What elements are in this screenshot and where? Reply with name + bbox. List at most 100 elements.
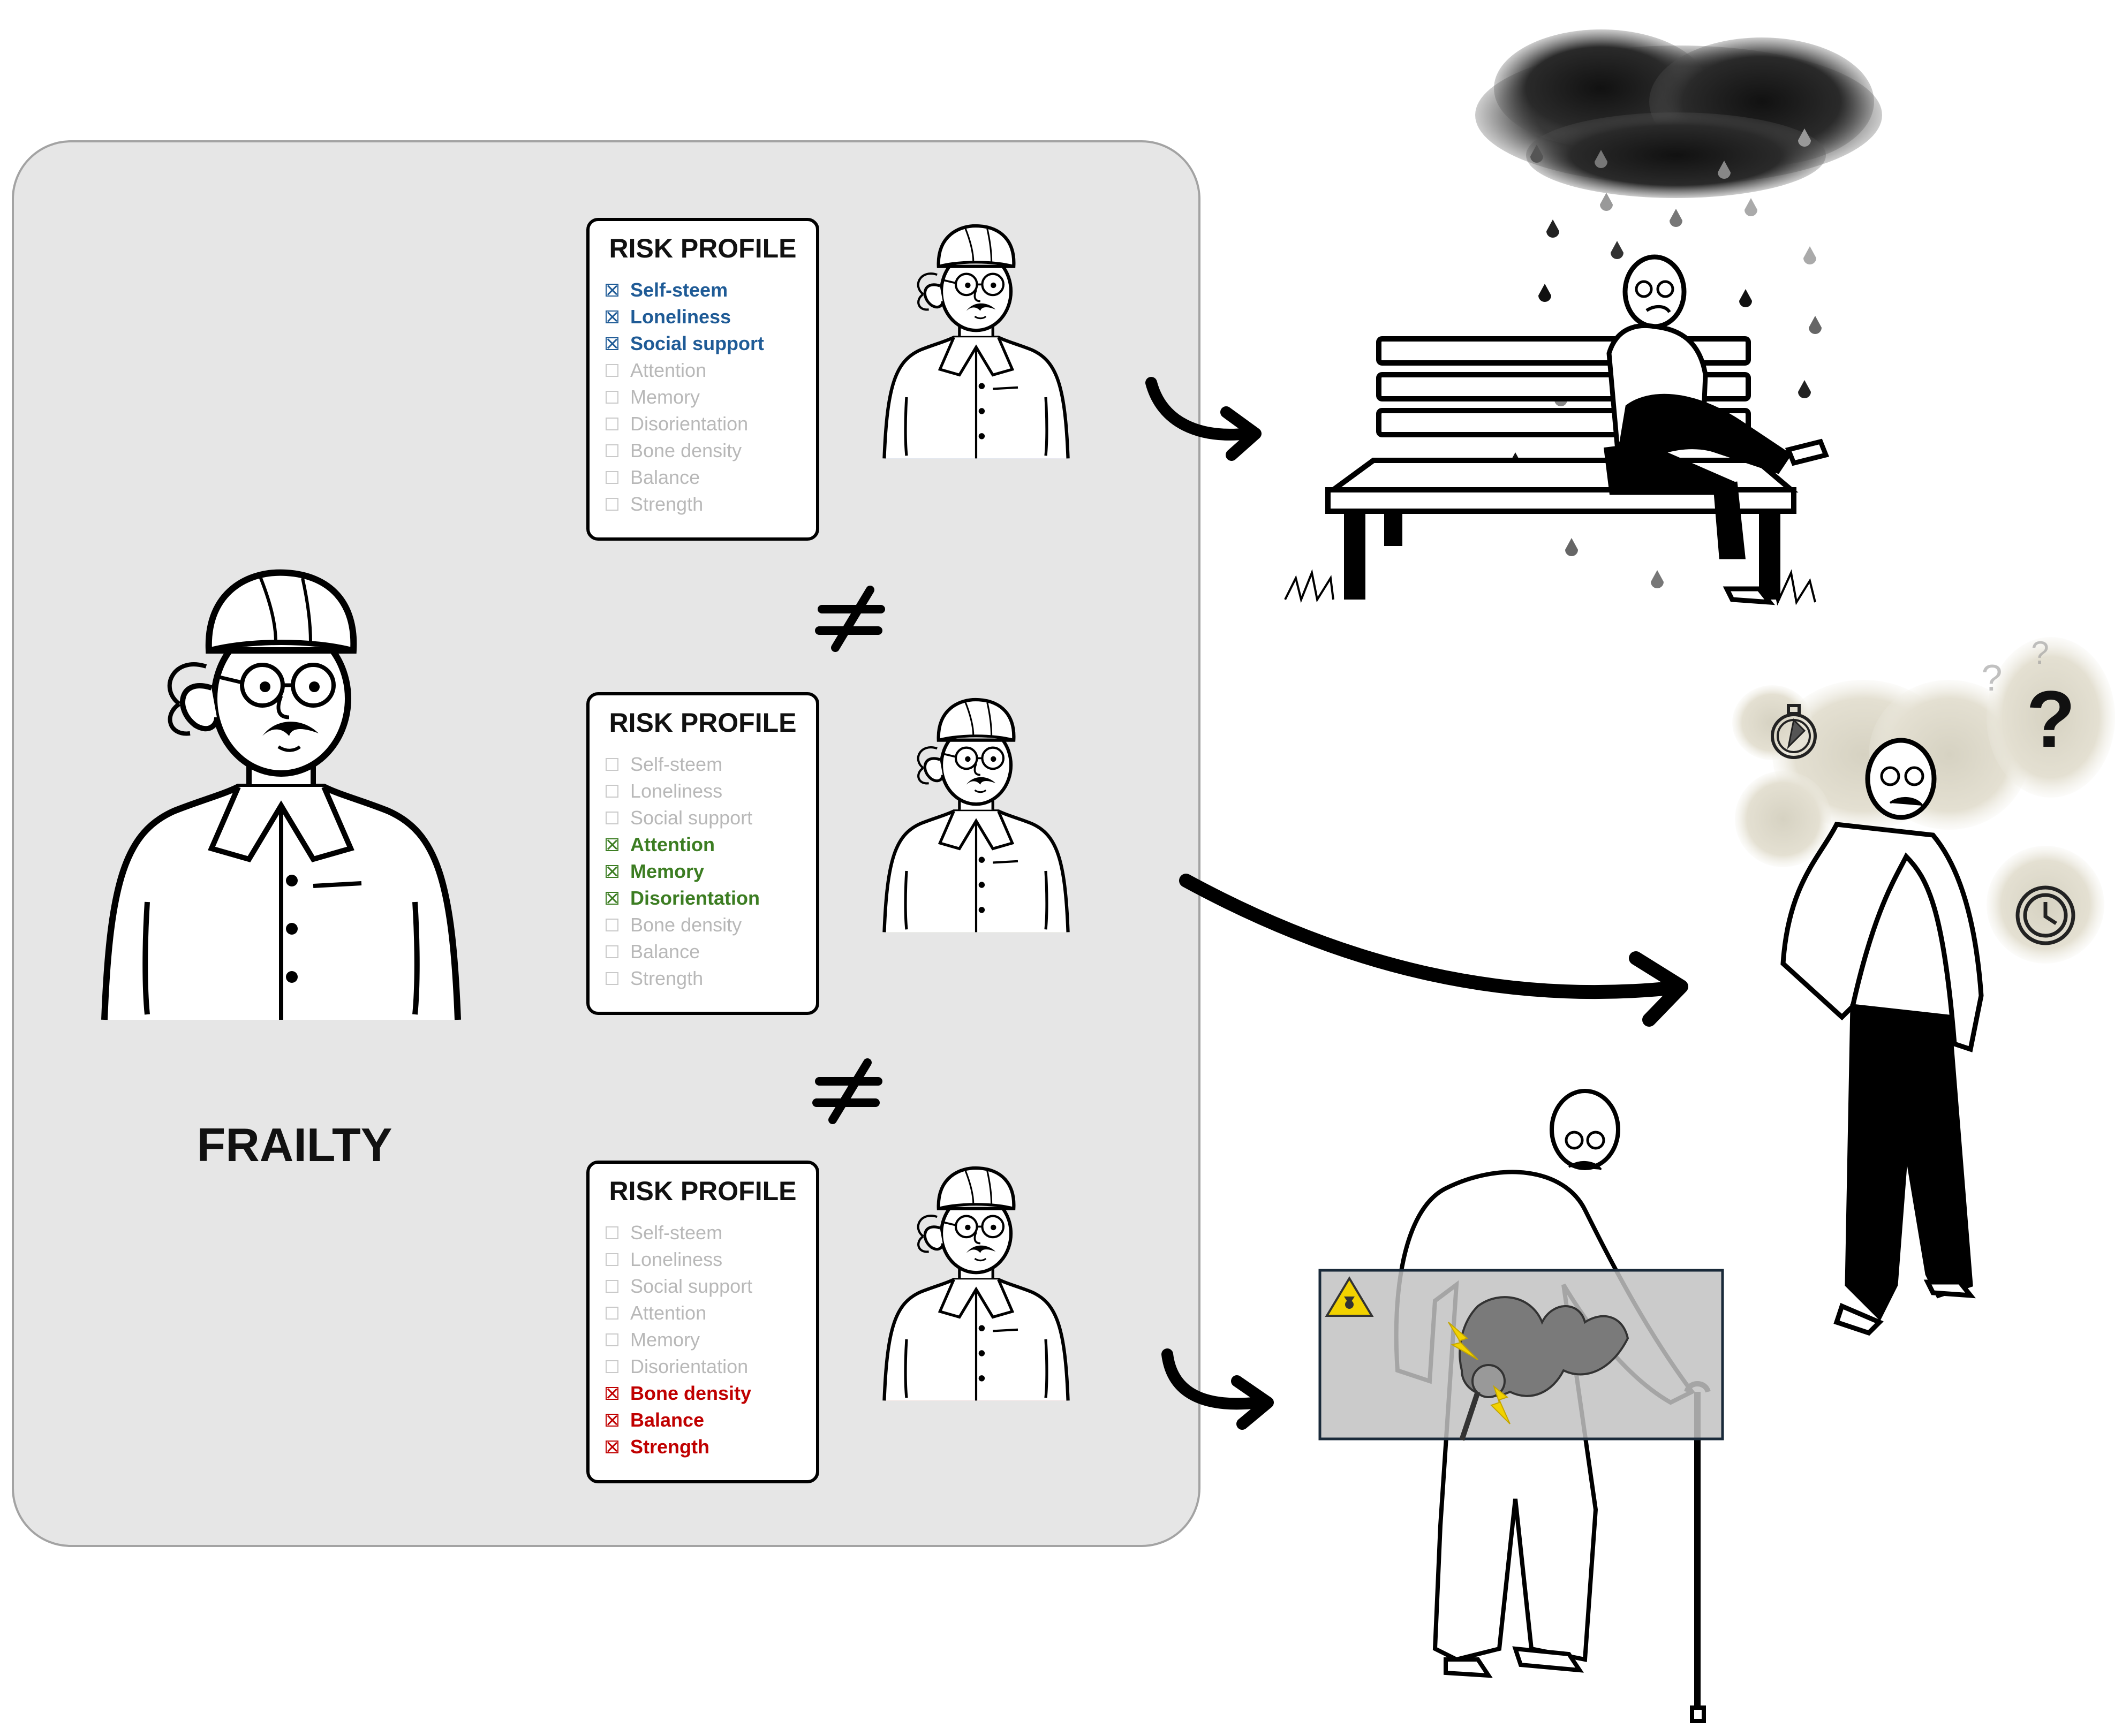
unchecked-box-icon xyxy=(606,391,618,404)
risk-factor-label: Loneliness xyxy=(630,780,723,802)
risk-factor-label: Bone density xyxy=(630,914,742,936)
unchecked-box-icon xyxy=(606,1226,618,1239)
risk-factor-label: Attention xyxy=(630,1302,707,1324)
risk-factor-label: Strength xyxy=(630,1436,709,1458)
curved-arrow-icon xyxy=(1145,377,1262,461)
unchecked-box-icon xyxy=(606,498,618,511)
stopwatch-icon xyxy=(1771,704,1817,759)
risk-factor-item: Social support xyxy=(606,330,764,357)
risk-factor-item: Attention xyxy=(606,357,764,384)
pelvis-xray xyxy=(1459,1296,1629,1441)
risk-factor-item: Memory xyxy=(606,1326,752,1353)
risk-factor-item: Disorientation xyxy=(606,411,764,437)
risk-factor-item: Social support xyxy=(606,805,760,831)
question-mark-glyph: ? xyxy=(2026,674,2075,764)
unchecked-box-icon xyxy=(606,444,618,457)
checked-box-icon xyxy=(606,1441,618,1453)
risk-factor-item: Loneliness xyxy=(606,778,760,805)
risk-factor-label: Social support xyxy=(630,807,753,829)
unchecked-box-icon xyxy=(606,758,618,771)
risk-factor-item: Loneliness xyxy=(606,304,764,330)
profile-figure-blue xyxy=(884,226,1068,458)
risk-profile-title: RISK PROFILE xyxy=(609,708,797,738)
checked-box-icon xyxy=(606,1387,618,1400)
unchecked-box-icon xyxy=(606,1307,618,1320)
risk-factor-item: Balance xyxy=(606,938,760,965)
risk-factor-item: Balance xyxy=(606,1407,752,1434)
risk-factor-label: Self-steem xyxy=(630,279,728,301)
risk-factor-label: Disorientation xyxy=(630,413,749,435)
unchecked-box-icon xyxy=(606,364,618,377)
risk-factor-label: Attention xyxy=(630,833,715,855)
risk-factor-item: Disorientation xyxy=(606,1353,752,1380)
risk-factor-label: Balance xyxy=(630,1409,705,1431)
confused-elder xyxy=(1780,738,1984,1336)
checked-box-icon xyxy=(606,284,618,297)
profile-figure-red xyxy=(884,1168,1068,1400)
checked-box-icon xyxy=(606,337,618,350)
risk-factor-label: Loneliness xyxy=(630,1248,723,1270)
risk-factor-item: Strength xyxy=(606,965,760,992)
lightning-icon xyxy=(1448,1322,1511,1424)
risk-factor-item: Self-steem xyxy=(606,751,760,778)
rain-cloud-icon xyxy=(1475,29,1882,198)
risk-factor-label: Memory xyxy=(630,386,700,408)
disorientation-scene: ? ? ? xyxy=(1732,635,2115,1336)
question-mark-faint: ? xyxy=(2031,635,2049,671)
risk-factor-label: Disorientation xyxy=(630,1355,749,1377)
risk-factor-item: Self-steem xyxy=(606,277,764,304)
loneliness-scene xyxy=(1284,29,1882,606)
risk-factor-label: Bone density xyxy=(630,1382,752,1404)
unchecked-box-icon xyxy=(606,418,618,430)
risk-factor-label: Memory xyxy=(630,860,705,882)
checked-box-icon xyxy=(606,892,618,905)
risk-factor-label: Social support xyxy=(630,332,765,354)
unchecked-box-icon xyxy=(606,1333,618,1346)
risk-factor-item: Attention xyxy=(606,831,760,858)
risk-factor-item: Bone density xyxy=(606,437,764,464)
risk-factor-item: Bone density xyxy=(606,912,760,938)
risk-factor-label: Bone density xyxy=(630,439,742,461)
risk-factor-label: Self-steem xyxy=(630,753,723,775)
compass-icon xyxy=(1777,719,1811,753)
frailty-figure xyxy=(104,573,458,1020)
risk-factor-label: Memory xyxy=(630,1329,700,1351)
risk-factor-item: Balance xyxy=(606,464,764,491)
risk-factor-item: Attention xyxy=(606,1300,752,1326)
risk-factor-label: Loneliness xyxy=(630,306,731,328)
risk-factor-label: Strength xyxy=(630,967,704,989)
risk-factor-label: Attention xyxy=(630,359,707,381)
unchecked-box-icon xyxy=(606,945,618,958)
sad-elder-on-bench xyxy=(1603,254,1830,605)
risk-factor-label: Balance xyxy=(630,466,700,488)
checked-box-icon xyxy=(606,865,618,878)
unchecked-box-icon xyxy=(606,1280,618,1293)
not-equal-icon xyxy=(812,1058,882,1124)
risk-factor-label: Social support xyxy=(630,1275,753,1297)
risk-factor-item: Strength xyxy=(606,491,764,518)
unchecked-box-icon xyxy=(606,785,618,798)
profile-figure-green xyxy=(884,700,1068,932)
question-mark-icon: ? ? ? xyxy=(1982,635,2075,764)
risk-profile-title: RISK PROFILE xyxy=(609,233,797,263)
clock-icon xyxy=(2015,885,2075,945)
unchecked-box-icon xyxy=(606,812,618,824)
risk-factor-item: Social support xyxy=(606,1273,752,1300)
risk-factor-label: Disorientation xyxy=(630,887,760,909)
unchecked-box-icon xyxy=(606,1253,618,1266)
risk-factor-item: Memory xyxy=(606,858,760,885)
not-equal-icon xyxy=(815,586,885,652)
curved-arrow-icon xyxy=(1179,874,1688,1027)
unchecked-box-icon xyxy=(606,972,618,985)
risk-factor-item: Loneliness xyxy=(606,1246,752,1273)
risk-factor-item: Disorientation xyxy=(606,885,760,912)
frailty-label: FRAILTY xyxy=(197,1118,392,1171)
risk-profile-title: RISK PROFILE xyxy=(609,1176,797,1206)
unchecked-box-icon xyxy=(606,919,618,931)
checked-box-icon xyxy=(606,1414,618,1427)
